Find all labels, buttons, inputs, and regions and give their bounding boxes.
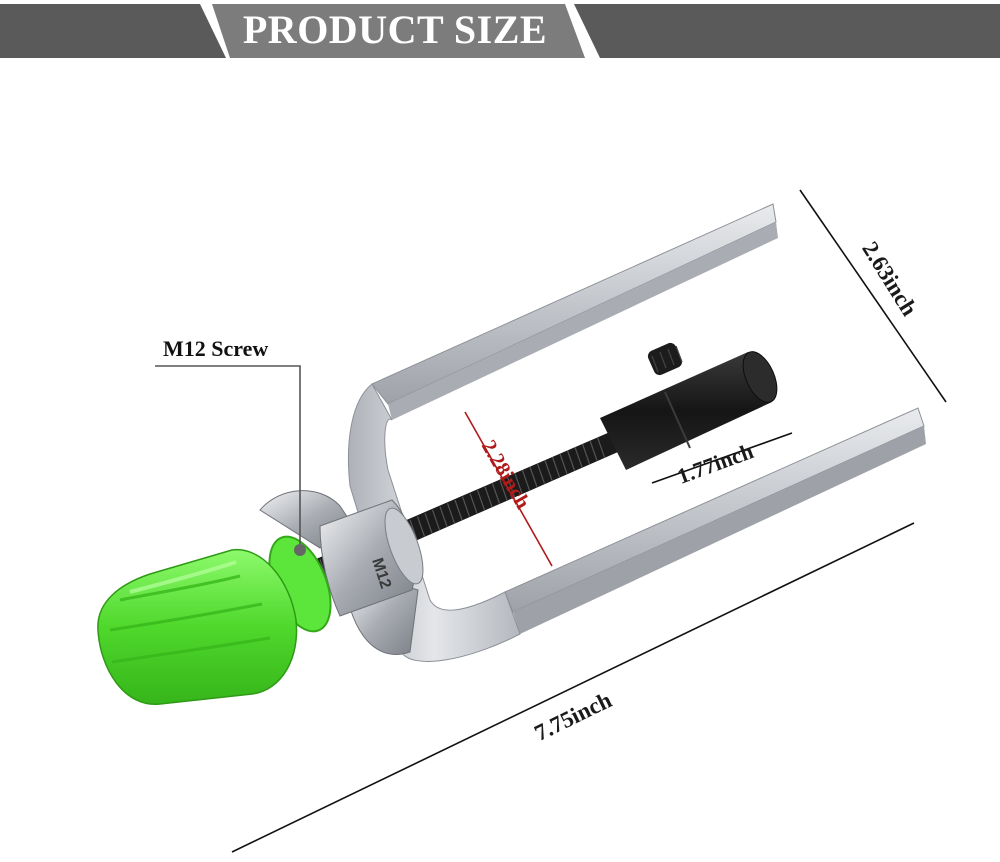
thread-mark [514, 473, 523, 494]
thread-mark [566, 450, 576, 471]
thread-mark [439, 506, 448, 527]
banner-right-band [574, 4, 1000, 58]
length-dimension-line [231, 522, 915, 853]
inner-width-dimension [464, 411, 553, 567]
green-knob [97, 535, 332, 705]
thread-mark [596, 437, 606, 458]
thread-mark [559, 453, 568, 474]
screw-callout-dot [294, 544, 306, 556]
collar-dimension-line [651, 432, 793, 484]
banner-center-band [212, 4, 585, 58]
banner-title: PRODUCT SIZE [242, 6, 548, 52]
dimension-lines [231, 189, 947, 853]
wing-nut: M12 [259, 490, 424, 655]
thread-mark [529, 466, 538, 488]
thread-mark [499, 480, 508, 501]
thread-mark [461, 496, 471, 517]
thread-mark [424, 513, 433, 534]
thread-mark [431, 509, 441, 531]
thread-mark [454, 499, 463, 521]
screw-callout [155, 365, 306, 556]
screw-callout-line [155, 365, 301, 548]
thread-mark [469, 493, 478, 514]
height-dimension-line [799, 189, 947, 403]
black-collar [600, 342, 778, 470]
thread-mark [446, 503, 456, 524]
thread-mark [536, 463, 546, 484]
thread-mark [521, 470, 531, 491]
thread-mark [416, 516, 426, 537]
thread-mark [544, 460, 553, 481]
thread-mark [476, 489, 486, 511]
thread-mark [574, 447, 583, 468]
banner-left-band [0, 4, 226, 58]
thread-mark [589, 440, 598, 461]
thread-mark [491, 483, 501, 504]
header-banner [0, 3, 1000, 59]
inner-width-line [464, 411, 553, 567]
screw-label: M12 Screw [163, 336, 269, 361]
thread-mark [551, 456, 561, 478]
thread-mark [581, 443, 591, 465]
thread-mark [506, 476, 516, 498]
thread-mark [484, 486, 493, 507]
